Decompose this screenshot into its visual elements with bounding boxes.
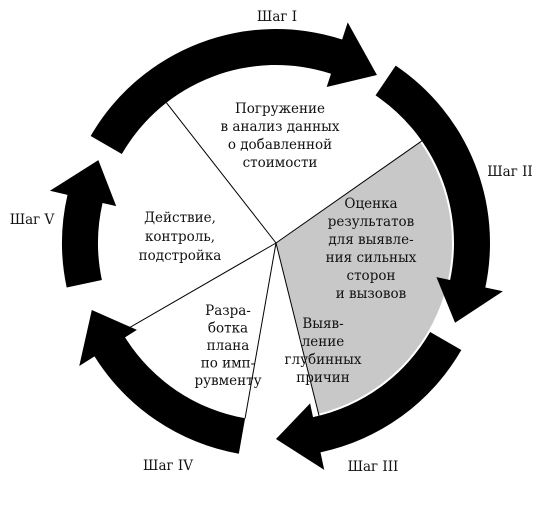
segment-text-line: стоимости	[243, 155, 318, 171]
divider-line-1	[166, 102, 277, 244]
step-labels: Шаг I Шаг II Шаг III Шаг IV Шаг V	[10, 9, 533, 475]
divider-line-2	[275, 140, 423, 244]
segment-text-line: Оценка	[344, 196, 397, 212]
segment-text-line: глубинных	[284, 352, 361, 368]
segment-text-line: ление	[302, 334, 345, 350]
cycle-arrow-4	[79, 310, 246, 454]
segment-text-line: и вызовов	[336, 286, 407, 302]
divider-line-5	[121, 242, 277, 333]
step-label-5: Шаг V	[10, 212, 55, 228]
divider-line-4	[244, 242, 277, 419]
segment-text-line: о добавленной	[228, 137, 332, 153]
segment-text-line: для выявле-	[328, 232, 413, 248]
segment-text-line: причин	[296, 370, 350, 386]
segment-text-line: Действие,	[144, 210, 216, 226]
segment-action-text: Действие, контроль, подстройка	[139, 210, 222, 264]
segment-root-causes-text: Выяв-ление глубинных причин	[284, 316, 361, 386]
segment-text-line: ния сильных	[326, 250, 417, 266]
step-label-1: Шаг I	[257, 9, 297, 25]
segment-immersion-wedge	[167, 66, 421, 243]
cycle-arrow-2	[375, 65, 503, 323]
cycle-arrow-5	[49, 160, 117, 288]
segment-text-line: Погружение	[235, 101, 325, 117]
segment-text-line: по имп-	[201, 356, 255, 372]
segment-text-line: подстройка	[139, 248, 222, 264]
segment-assessment-text: Оценка результатов для выявле-ния сильных с…	[326, 196, 417, 302]
cycle-arrow-1	[90, 22, 377, 154]
segment-text-line: ботка	[208, 321, 248, 337]
segment-text-line: Выяв-	[302, 316, 343, 332]
segment-assessment-wedge	[276, 142, 452, 414]
segment-text-line: рувменту	[194, 373, 261, 389]
cycle-arrows-ring	[49, 22, 503, 470]
step-label-2: Шаг II	[487, 164, 532, 180]
segment-root-causes-wedge	[245, 243, 319, 419]
segment-text-line: плана	[207, 338, 250, 354]
segment-text-line: сторон	[347, 268, 396, 284]
segment-plan-wedge	[123, 243, 276, 417]
step-label-4: Шаг IV	[143, 458, 193, 474]
cycle-segments	[99, 66, 452, 419]
step-label-3: Шаг III	[348, 459, 399, 475]
segment-text-line: контроль,	[145, 229, 215, 245]
segment-labels: Погружение в анализ данных о добавленной ст…	[139, 101, 417, 389]
segment-text-line: в анализ данных	[221, 119, 340, 135]
segment-immersion-text: Погружение в анализ данных о добавленной ст…	[221, 101, 340, 171]
cycle-arrow-3	[276, 332, 462, 470]
segment-action-wedge	[99, 104, 276, 331]
segment-dividers	[121, 102, 423, 419]
segment-text-line: результатов	[328, 214, 415, 230]
segment-text-line: Разра-	[205, 303, 251, 319]
divider-line-3	[275, 242, 320, 416]
